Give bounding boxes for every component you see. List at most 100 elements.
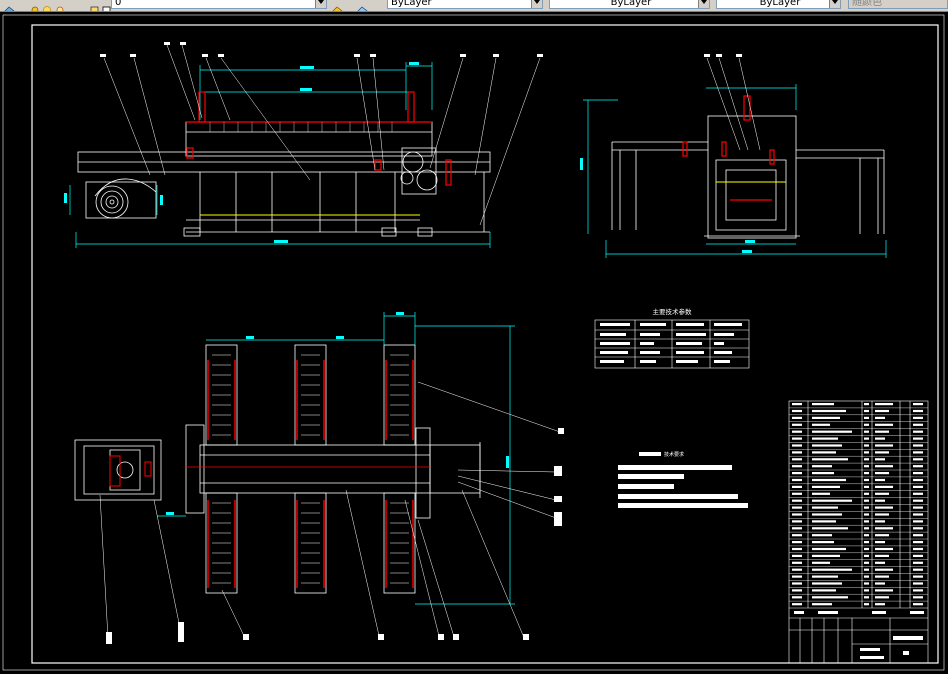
parts-row-text-mark [875,472,889,475]
parts-row-text-mark [812,589,836,592]
parts-row-text-mark [812,527,848,530]
parts-row-text-mark [792,416,802,419]
parts-row-text-mark [812,472,834,475]
parts-row-text-mark [913,527,923,530]
parts-row-text-mark [875,465,893,468]
parts-row-text-mark [812,458,848,461]
params-table-title: 主要技术参数 [653,307,693,316]
properties-toolbar: 0 ByLayer ByLayer ByLayer 随颜色 [0,0,948,12]
parts-row-text-mark [875,603,885,606]
parts-row-text-mark [875,403,893,406]
parts-row-text-mark [812,478,846,482]
parts-row-text-mark [875,430,889,433]
parts-row-text-mark [875,534,889,537]
parts-row-text-mark [792,458,802,461]
parts-row-text-mark [812,568,852,571]
linetype-dropdown[interactable]: ByLayer [549,0,710,9]
chevron-down-icon [698,0,709,8]
parts-row-text-mark [913,430,923,433]
color-dropdown[interactable]: ByLayer [387,0,543,9]
plotstyle-dropdown[interactable]: 随颜色 [848,0,948,9]
parts-row-text-mark [792,554,802,557]
parts-row-text-mark [875,485,893,488]
parts-row-text-mark [812,451,836,454]
parts-row-text-mark [864,430,869,433]
layer-color-icon[interactable] [89,0,100,11]
technical-requirements-notes: 技术要求 [618,451,748,508]
drawing-canvas[interactable]: 主要技术参数 技术要求 [0,12,948,674]
linetype-dropdown-value: ByLayer [610,0,652,8]
parts-row-text-mark [812,547,846,551]
parts-row-text-mark [864,437,869,440]
lineweight-dropdown[interactable]: ByLayer [716,0,841,9]
front-view-dimensions [69,62,491,248]
parts-row-text-mark [864,416,869,419]
parts-row-text-mark [913,596,923,599]
parts-row-text-mark [913,534,923,537]
parts-row-text-mark [792,423,802,426]
parts-row-text-mark [864,554,869,557]
parts-row-text-mark [864,485,869,488]
parts-row-text-mark [875,492,889,495]
layer-freeze-icon[interactable] [42,0,53,11]
layer-manager-icon[interactable] [4,0,15,11]
front-view-part-numbers [100,42,543,57]
parts-row-text-mark [864,520,869,523]
parts-list-rows [789,407,928,602]
parts-row-text-mark [792,575,802,578]
front-elevation-view [64,42,543,248]
parts-row-text-mark [864,582,869,585]
parts-row-text-mark [875,478,885,482]
front-view-gears [400,147,438,195]
parts-row-text-mark [812,416,840,419]
parts-row-text-mark [792,582,802,585]
parts-row-text-mark [792,444,802,447]
layer-sun-icon[interactable] [55,0,66,11]
parts-row-text-mark [875,499,885,502]
parts-row-text-mark [812,520,836,523]
make-layer-current-icon[interactable] [332,0,343,11]
parts-row-text-mark [792,506,802,509]
parts-row-text-mark [875,437,885,440]
parts-row-text-mark [913,416,923,419]
parts-row-text-mark [913,444,923,447]
parts-row-text-mark [913,575,923,578]
parts-row-text-mark [792,472,802,475]
parts-row-text-mark [864,465,869,468]
parts-row-text-mark [913,520,923,523]
parts-row-text-mark [875,451,889,454]
parts-row-text-mark [812,541,834,544]
parts-row-text-mark [812,492,830,495]
notes-title: 技术要求 [664,451,684,458]
parts-row-text-mark [864,506,869,509]
layer-state-icon[interactable] [30,0,41,11]
layer-swatch-icon[interactable] [101,0,112,11]
parts-row-text-mark [792,561,802,564]
parts-row-text-mark [864,423,869,426]
chevron-down-icon [829,0,840,8]
layer-previous-icon[interactable] [357,0,368,11]
parts-row-text-mark [792,568,802,571]
parts-row-text-mark [812,534,832,537]
parts-row-text-mark [913,603,923,606]
side-view-dimensions [583,84,887,258]
parts-row-text-mark [864,561,869,564]
plan-view-dim-text [166,312,509,515]
parts-row-text-mark [812,409,846,413]
parts-list-title-block [788,400,929,664]
parts-row-text-mark [864,527,869,530]
layer-dropdown[interactable]: 0 [111,0,327,9]
parts-row-text-mark [792,451,802,454]
parts-row-text-mark [864,603,869,606]
parts-row-text-mark [864,451,869,454]
parts-row-text-mark [812,499,852,502]
parts-row-text-mark [864,409,869,413]
parts-row-text-mark [875,554,889,557]
parts-row-text-mark [913,589,923,592]
front-view-rail-hatch [209,122,393,132]
parts-row-text-mark [792,513,802,516]
parts-row-text-mark [812,423,830,426]
parts-row-text-mark [913,554,923,557]
parts-row-text-mark [913,403,923,406]
front-view-leaders [103,44,541,226]
